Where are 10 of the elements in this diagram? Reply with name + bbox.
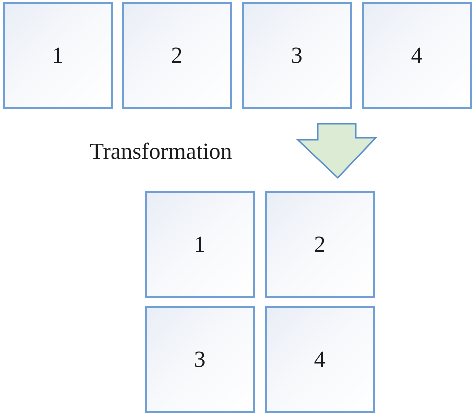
- numbered-box: 1: [3, 2, 113, 109]
- numbered-box: 2: [265, 191, 375, 298]
- block-arrow: [296, 123, 378, 180]
- numbered-box: 3: [242, 2, 352, 109]
- numbered-box: 1: [145, 191, 255, 298]
- numbered-box: 2: [122, 2, 232, 109]
- transformation-label: Transformation: [90, 138, 232, 166]
- numbered-box: 4: [362, 2, 472, 109]
- numbered-box: 3: [145, 306, 255, 413]
- numbered-box: 4: [265, 306, 375, 413]
